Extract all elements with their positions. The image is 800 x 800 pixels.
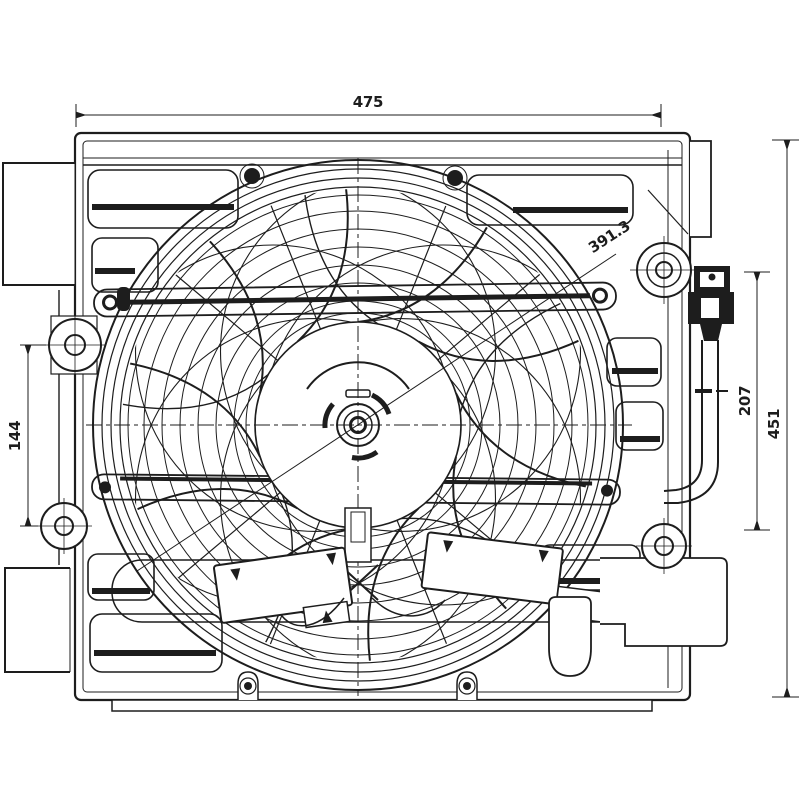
mounting-points	[36, 163, 698, 700]
right-top-tab	[690, 140, 712, 238]
mount-bottom-left	[36, 498, 92, 554]
left-top-bracket	[2, 162, 75, 286]
actuator-assembly	[111, 507, 689, 629]
left-bottom-bracket	[4, 567, 70, 673]
dimension-label-connector-span: 207	[736, 386, 754, 416]
dim-left-span: 144	[6, 344, 46, 527]
shroud-frame	[2, 131, 728, 712]
mount-bottom-right	[636, 518, 692, 574]
hub-clips	[322, 392, 392, 461]
dimension-label-overall-height: 451	[765, 409, 783, 439]
connector-plug-icon	[688, 266, 734, 341]
dim-overall-height: 451	[765, 139, 799, 698]
vent-slots	[87, 169, 664, 673]
mount-top-left	[44, 314, 106, 376]
dimension-label-left-span: 144	[6, 421, 24, 451]
bottom-rail	[111, 699, 653, 712]
slot-rails	[92, 204, 660, 656]
center-bracket	[344, 507, 372, 563]
mount-top-right	[630, 236, 698, 304]
dimension-label-top-width: 475	[353, 93, 383, 111]
bottom-tongue	[548, 596, 592, 677]
top-strap	[93, 281, 617, 318]
dimension-label-fan-diameter: 391.3	[585, 217, 633, 257]
left-slot-clip	[117, 287, 130, 311]
centerlines	[86, 158, 632, 696]
connector-and-cable	[663, 266, 734, 504]
bottom-screw-mounts	[237, 671, 478, 700]
right-bottom-bracket	[600, 557, 728, 647]
dim-top-width: 475	[75, 93, 662, 127]
left-module	[213, 546, 354, 629]
dim-connector-span: 207	[736, 271, 770, 531]
top-screws	[239, 163, 468, 191]
